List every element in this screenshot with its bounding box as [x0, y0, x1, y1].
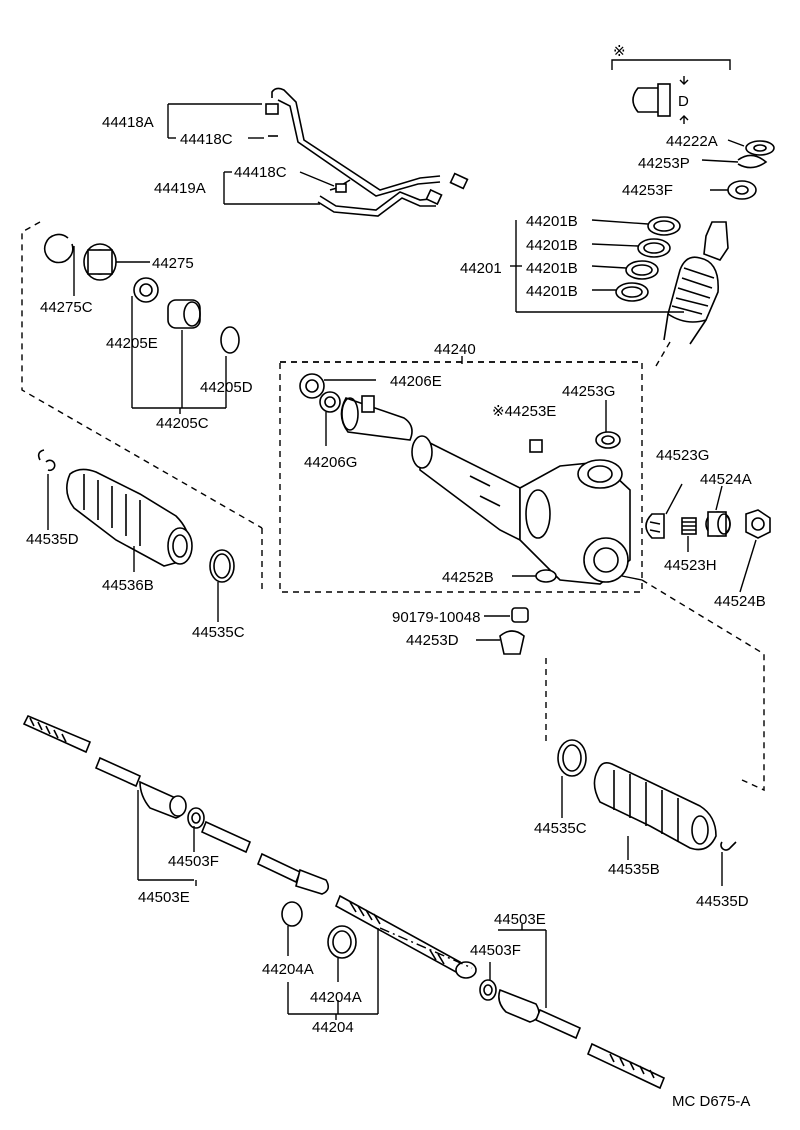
label-44201B-1: 44201B — [526, 213, 578, 230]
pinion-shaft — [655, 221, 729, 367]
label-44275C: 44275C — [40, 299, 93, 316]
label-44524B: 44524B — [714, 593, 766, 610]
label-44222A: 44222A — [666, 133, 718, 150]
left-boot — [37, 449, 263, 622]
rack-and-tie-rods — [22, 714, 666, 1090]
label-44201B-4: 44201B — [526, 283, 578, 300]
label-44535D-right: 44535D — [696, 893, 749, 910]
label-44204A-right: 44204A — [310, 989, 362, 1006]
pressure-tube-assembly — [265, 87, 469, 217]
label-44204A-left: 44204A — [262, 961, 314, 978]
label-44523G: 44523G — [656, 447, 709, 464]
label-44205E: 44205E — [106, 335, 158, 352]
right-boot — [545, 579, 765, 886]
label-90179-10048: 90179-10048 — [392, 609, 480, 626]
label-44201B-3: 44201B — [526, 260, 578, 277]
label-44205D: 44205D — [200, 379, 253, 396]
rod-leaders — [137, 790, 547, 1020]
label-44503F-left: 44503F — [168, 853, 219, 870]
label-44419A: 44419A — [154, 180, 206, 197]
label-44253F: 44253F — [622, 182, 673, 199]
label-44253D: 44253D — [406, 632, 459, 649]
label-44524A: 44524A — [700, 471, 752, 488]
left-bushing-group — [21, 221, 263, 529]
label-44253P: 44253P — [638, 155, 690, 172]
label-44201B-2: 44201B — [526, 237, 578, 254]
part-labels: 44418A 44418C 44419A 44418C ※ D 44222A 4… — [26, 43, 766, 1110]
label-44252B: 44252B — [442, 569, 494, 586]
label-44503E-left: 44503E — [138, 889, 190, 906]
oil-seal-detail — [611, 59, 775, 200]
label-44206E: 44206E — [390, 373, 442, 390]
seal-rings-44201B — [510, 216, 684, 313]
label-44535C-left: 44535C — [192, 624, 245, 641]
label-44201: 44201 — [460, 260, 502, 277]
label-44523H: 44523H — [664, 557, 717, 574]
label-44503E-right: 44503E — [494, 911, 546, 928]
label-44535D-left: 44535D — [26, 531, 79, 548]
label-44535C-right: 44535C — [534, 820, 587, 837]
gear-housing-44240 — [279, 356, 643, 593]
label-44253G: 44253G — [562, 383, 615, 400]
label-44205C: 44205C — [156, 415, 209, 432]
label-44240: 44240 — [434, 341, 476, 358]
label-44253E: ※44253E — [492, 403, 556, 420]
label-44418A: 44418A — [102, 114, 154, 131]
label-44204: 44204 — [312, 1019, 354, 1036]
label-44418C-mid: 44418C — [234, 164, 287, 181]
label-dimension-d: D — [678, 93, 689, 110]
diagram-code: MC D675-A — [672, 1093, 750, 1110]
small-plugs — [476, 607, 529, 655]
label-44503F-right: 44503F — [470, 942, 521, 959]
tube-leaders — [167, 103, 335, 205]
label-44275: 44275 — [152, 255, 194, 272]
label-44206G: 44206G — [304, 454, 357, 471]
label-44535B: 44535B — [608, 861, 660, 878]
label-44536B: 44536B — [102, 577, 154, 594]
adjust-parts — [645, 483, 771, 593]
label-44418C-top: 44418C — [180, 131, 233, 148]
label-note-mark: ※ — [613, 43, 626, 60]
